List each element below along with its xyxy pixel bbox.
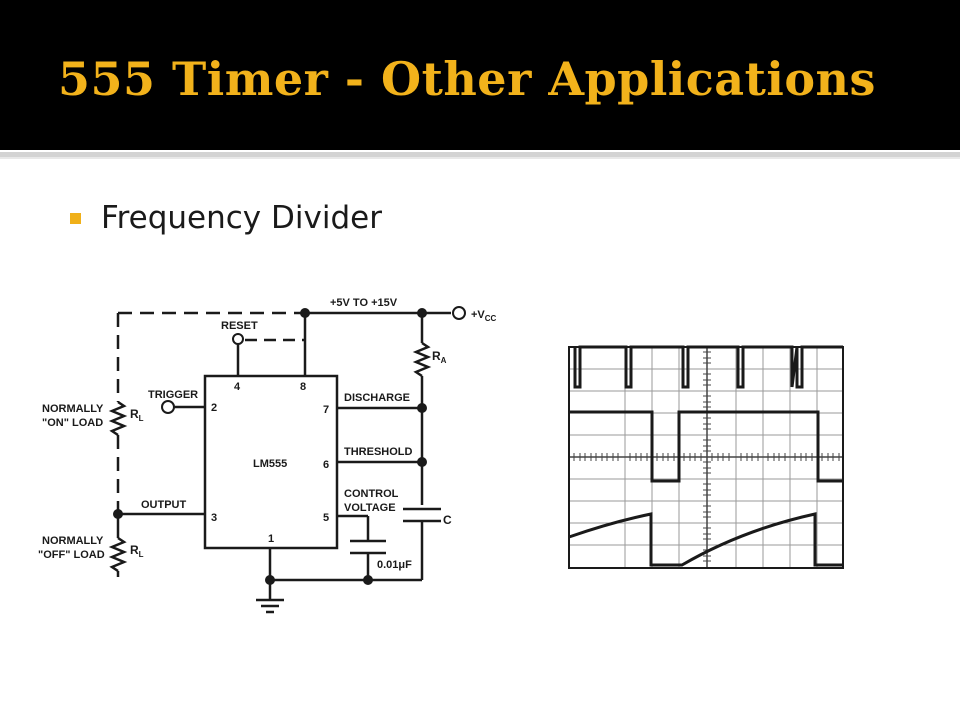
circuit-schematic (108, 311, 451, 614)
threshold-label: THRESHOLD (344, 446, 413, 458)
oscilloscope-panel (568, 345, 844, 569)
pin-1: 1 (268, 533, 274, 545)
title-divider (0, 152, 960, 157)
vcc-label: +VCC (471, 309, 497, 323)
scope-center-axes (569, 347, 843, 568)
control-label-1: CONTROL (344, 488, 399, 500)
title-divider-light (0, 157, 960, 159)
trigger-label: TRIGGER (148, 389, 198, 401)
rl-on-label: RL (130, 407, 144, 423)
pin-5: 5 (323, 512, 329, 524)
junction-dots (113, 308, 427, 585)
pin-7: 7 (323, 404, 329, 416)
scope-axis-ticks (573, 351, 840, 562)
scope-traces (568, 345, 843, 567)
terminals (161, 306, 466, 414)
control-label-2: VOLTAGE (344, 502, 396, 514)
slide-title: 555 Timer - Other Applications (58, 52, 876, 106)
reset-terminal (232, 333, 244, 345)
on-load-label-2: "ON" LOAD (42, 417, 103, 429)
title-bar (0, 0, 960, 150)
bullet-square-icon (70, 212, 81, 224)
capacitor-ramp-trace (568, 512, 843, 567)
ra-label: RA (432, 349, 447, 365)
trigger-terminal (161, 400, 175, 414)
discharge-label: DISCHARGE (344, 392, 410, 404)
pin-2: 2 (211, 402, 217, 414)
pin-4: 4 (234, 381, 241, 393)
pin-3: 3 (211, 512, 217, 524)
cap-value-label: 0.01μF (377, 559, 412, 571)
bullet-item: Frequency Divider (70, 200, 382, 236)
pin-8: 8 (300, 381, 306, 393)
vcc-terminal (452, 306, 466, 320)
chip-label: LM555 (253, 458, 287, 470)
on-load-label-1: NORMALLY (42, 403, 104, 415)
rl-off-label: RL (130, 543, 144, 559)
cap-label: C (443, 513, 452, 527)
pin-6: 6 (323, 459, 329, 471)
output-square-trace (569, 410, 843, 483)
output-label: OUTPUT (141, 499, 187, 511)
supply-label: +5V TO +15V (330, 297, 398, 309)
ra-resistor (412, 341, 432, 378)
rl-on-resistor (108, 400, 128, 437)
trigger-pulse-trace (573, 345, 843, 389)
off-load-label-2: "OFF" LOAD (38, 549, 105, 561)
off-load-label-1: NORMALLY (42, 535, 104, 547)
reset-label: RESET (221, 320, 258, 332)
bullet-text: Frequency Divider (101, 200, 382, 236)
rl-off-resistor (108, 536, 128, 573)
